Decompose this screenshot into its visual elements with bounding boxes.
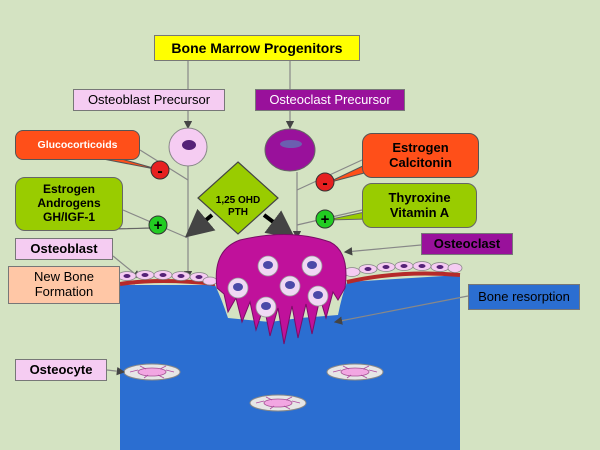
osteoblast-precursor-label: Osteoblast Precursor bbox=[73, 89, 225, 111]
svg-text:+: + bbox=[321, 211, 330, 228]
glucocorticoids-label: Glucocorticoids bbox=[15, 130, 140, 160]
osteocyte-cell-2 bbox=[326, 363, 384, 381]
hormone-diamond bbox=[197, 161, 279, 235]
osteocyte-label: Osteocyte bbox=[15, 359, 107, 381]
estrogen-androgens-line1: Estrogen bbox=[42, 182, 95, 197]
hormone-label: 1,25 OHD PTH bbox=[208, 195, 268, 218]
thyroxine-line1: Thyroxine bbox=[388, 189, 451, 205]
thyroxine-line2: Vitamin A bbox=[389, 204, 450, 220]
svg-text:-: - bbox=[322, 175, 327, 192]
new-bone-line1: New Bone bbox=[34, 269, 94, 285]
hormone-line2: PTH bbox=[228, 206, 248, 218]
thyroxine-vitamin-a-label: Thyroxine Vitamin A bbox=[362, 183, 477, 228]
osteoblast-label: Osteoblast bbox=[15, 238, 113, 260]
estrogen-calcitonin-line1: Estrogen bbox=[392, 139, 449, 155]
new-bone-line2: Formation bbox=[34, 284, 94, 299]
minus-badge-right: - bbox=[315, 172, 335, 192]
minus-badge-left: - bbox=[150, 160, 170, 180]
page-title: Bone Marrow Progenitors bbox=[154, 35, 360, 61]
osteocyte-cell-1 bbox=[123, 363, 181, 381]
estrogen-calcitonin-label: Estrogen Calcitonin bbox=[362, 133, 479, 178]
estrogen-androgens-label: Estrogen Androgens GH/IGF-1 bbox=[15, 177, 123, 231]
estrogen-androgens-line2: Androgens bbox=[37, 196, 101, 211]
osteoclast-precursor-cell bbox=[264, 128, 316, 172]
new-bone-formation-label: New Bone Formation bbox=[8, 266, 120, 304]
svg-text:-: - bbox=[157, 163, 162, 180]
svg-text:+: + bbox=[154, 217, 163, 234]
osteocyte-cell-3 bbox=[249, 394, 307, 412]
plus-badge-left: + bbox=[148, 215, 168, 235]
osteoblast-precursor-cell bbox=[168, 127, 208, 167]
estrogen-calcitonin-line2: Calcitonin bbox=[389, 154, 452, 170]
osteoclast-precursor-label: Osteoclast Precursor bbox=[255, 89, 405, 111]
estrogen-androgens-line3: GH/IGF-1 bbox=[42, 209, 95, 224]
hormone-line1: 1,25 OHD bbox=[215, 195, 261, 206]
bone-matrix bbox=[120, 275, 460, 450]
osteoclast-label: Osteoclast bbox=[421, 233, 513, 255]
plus-badge-right: + bbox=[315, 209, 335, 229]
osteoclast-cell bbox=[215, 234, 347, 345]
bone-resorption-label: Bone resorption bbox=[468, 284, 580, 310]
new-bone-right bbox=[346, 271, 461, 284]
